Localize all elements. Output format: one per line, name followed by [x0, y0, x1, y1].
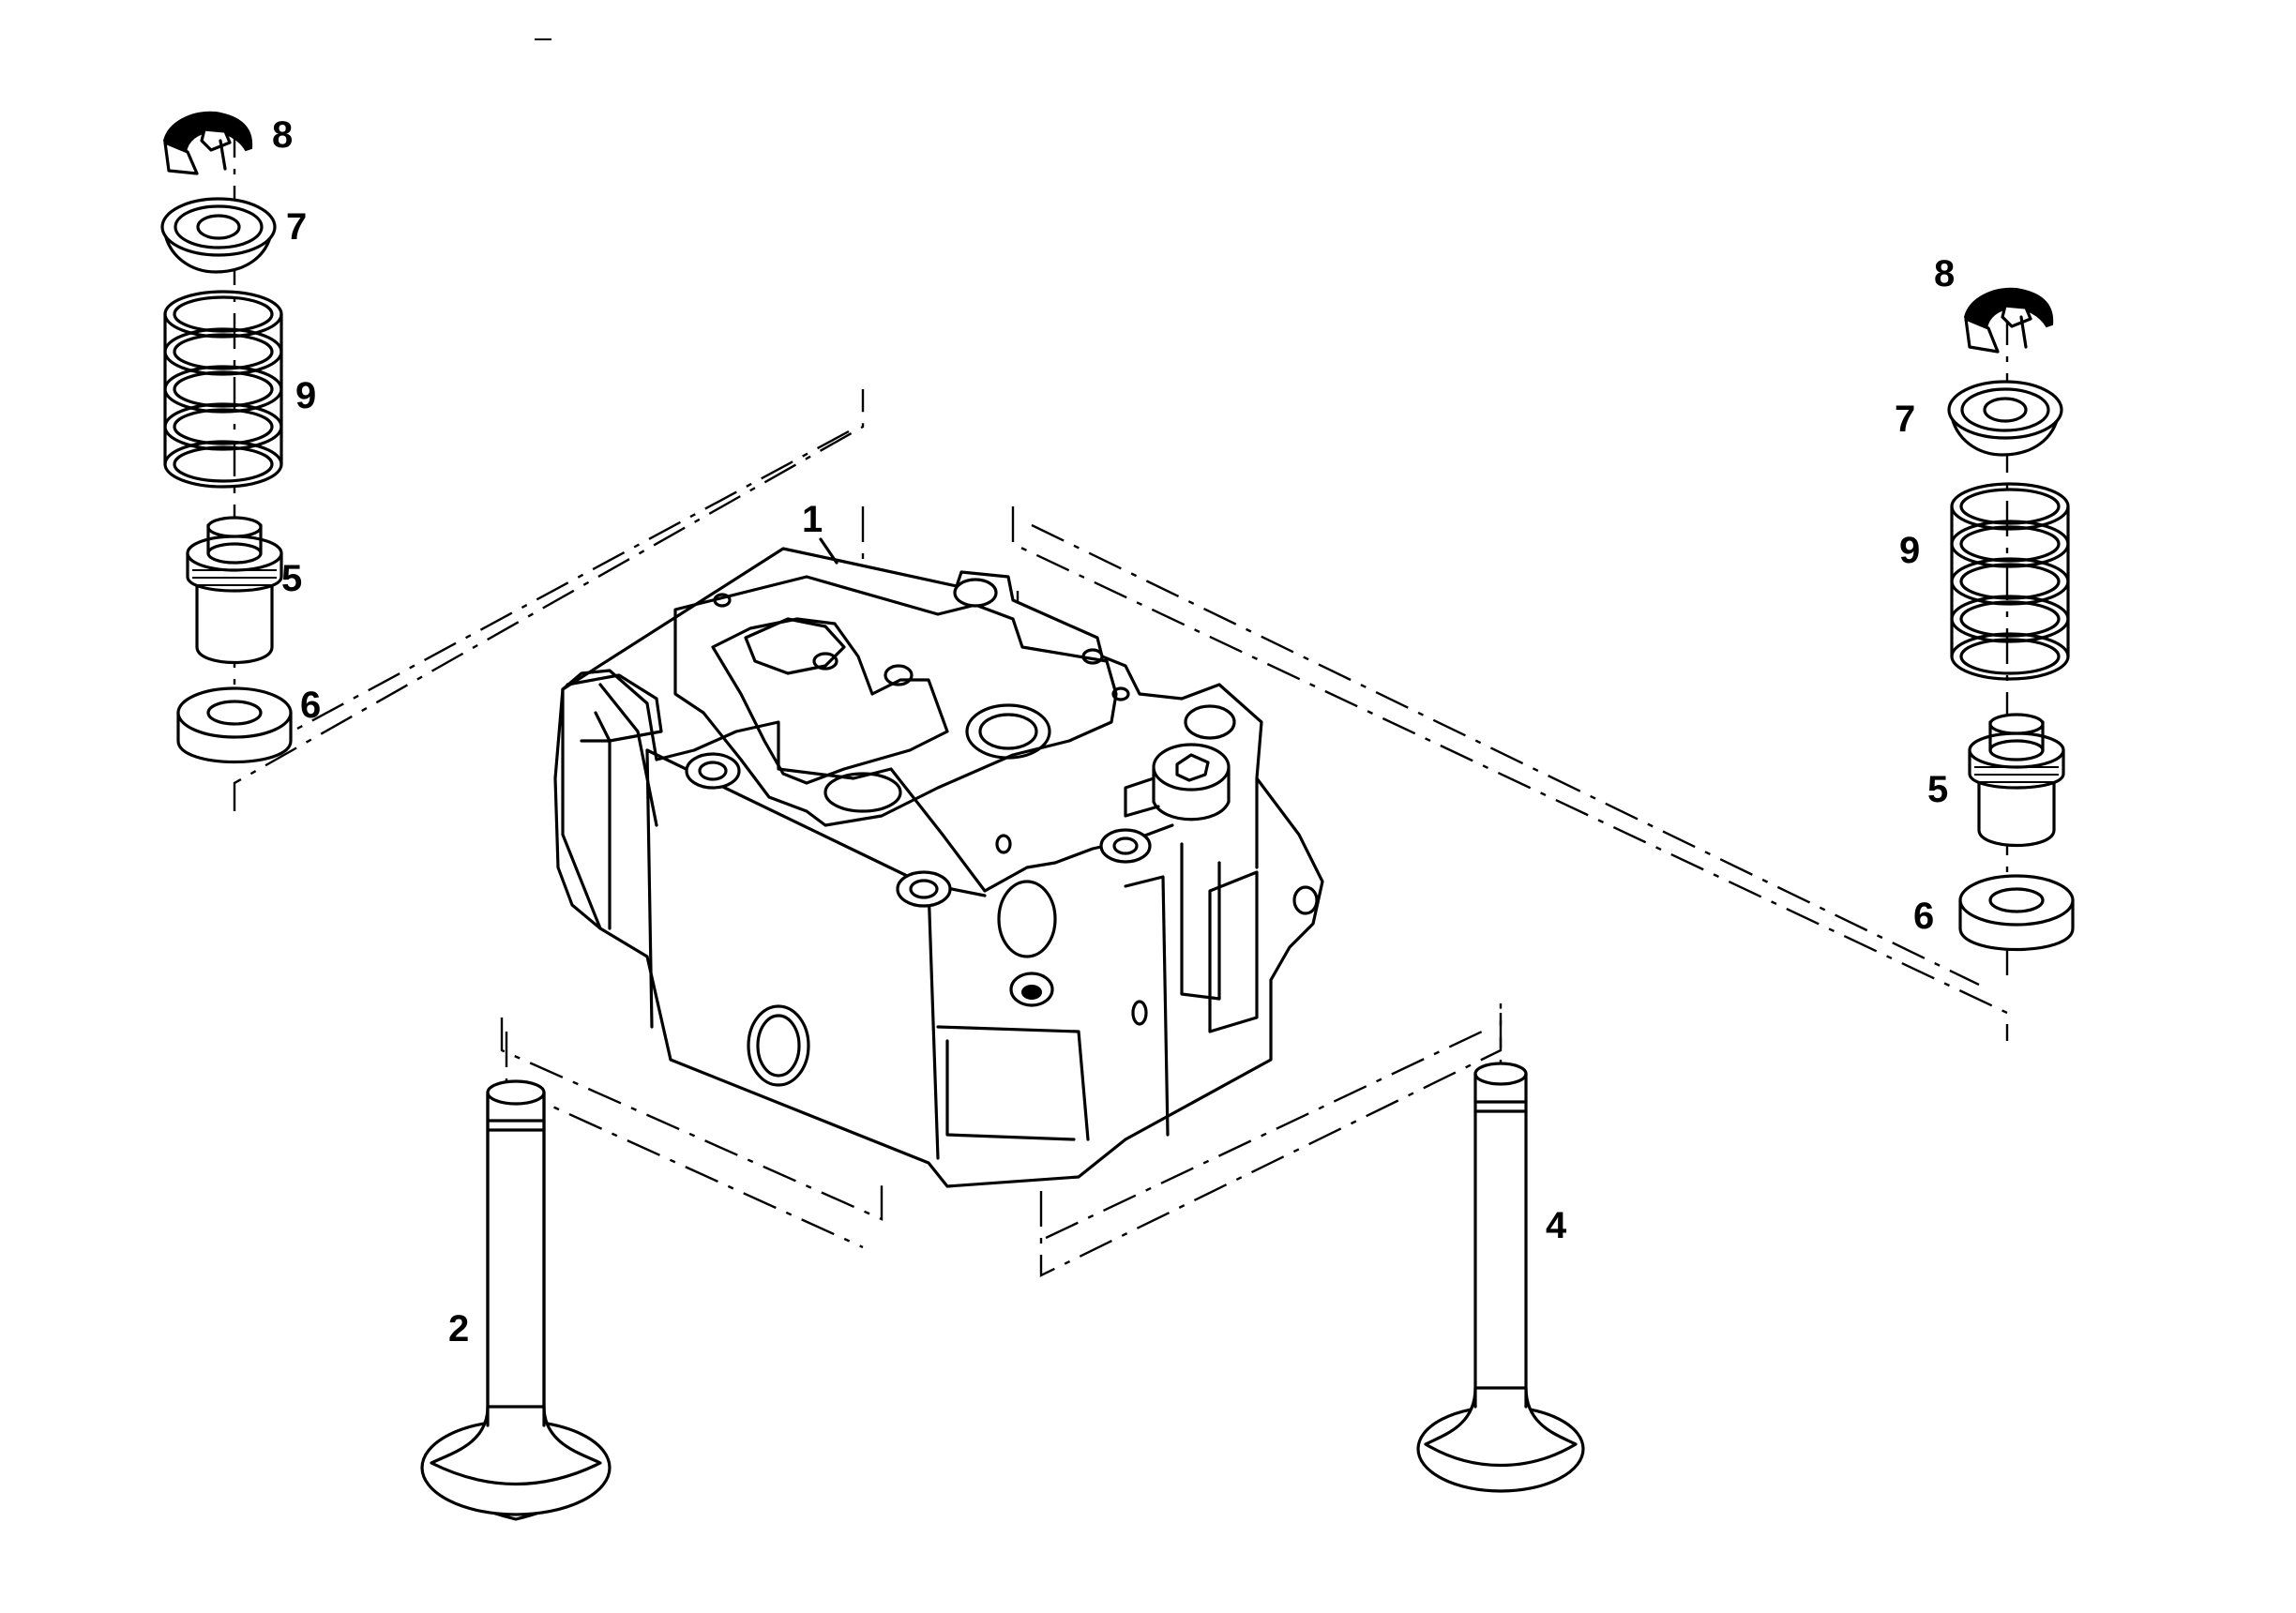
callout-right-keeper: 8 [1934, 253, 1955, 294]
valve-guide-icon [186, 516, 283, 665]
callout-left-retainer: 7 [286, 206, 307, 248]
callout-right-spring: 9 [1899, 530, 1920, 571]
callout-left-guide: 5 [281, 558, 302, 599]
callout-right-guide: 5 [1927, 769, 1948, 810]
callout-right-retainer: 7 [1895, 399, 1915, 440]
left-valve-stack [160, 111, 293, 764]
callout-left-spring: 9 [295, 375, 316, 416]
valve-spring-icon [1950, 482, 2070, 681]
valve-keeper-icon [1963, 287, 2054, 354]
valve-guide-icon [1968, 713, 2065, 848]
spring-retainer-icon [1947, 380, 2063, 457]
valve-spring-icon [163, 290, 283, 489]
valve-seat-icon [1958, 874, 2075, 952]
callout-valve-right: 4 [1546, 1205, 1567, 1246]
valve-seat-icon [176, 686, 293, 764]
intake-valve-icon [420, 1079, 612, 1521]
callout-head: 1 [802, 499, 823, 540]
exhaust-valve-icon [1416, 1062, 1585, 1493]
valve-keeper-icon [162, 111, 253, 175]
callout-left-keeper: 8 [272, 114, 293, 156]
leader-line [819, 537, 838, 565]
callout-right-seat: 6 [1913, 896, 1934, 937]
callout-left-seat: 6 [300, 685, 321, 726]
right-valve-stack [1947, 287, 2075, 952]
callout-valve-left: 2 [448, 1308, 469, 1349]
spring-retainer-icon [160, 197, 277, 274]
cylinder-head-icon [553, 547, 1324, 1188]
